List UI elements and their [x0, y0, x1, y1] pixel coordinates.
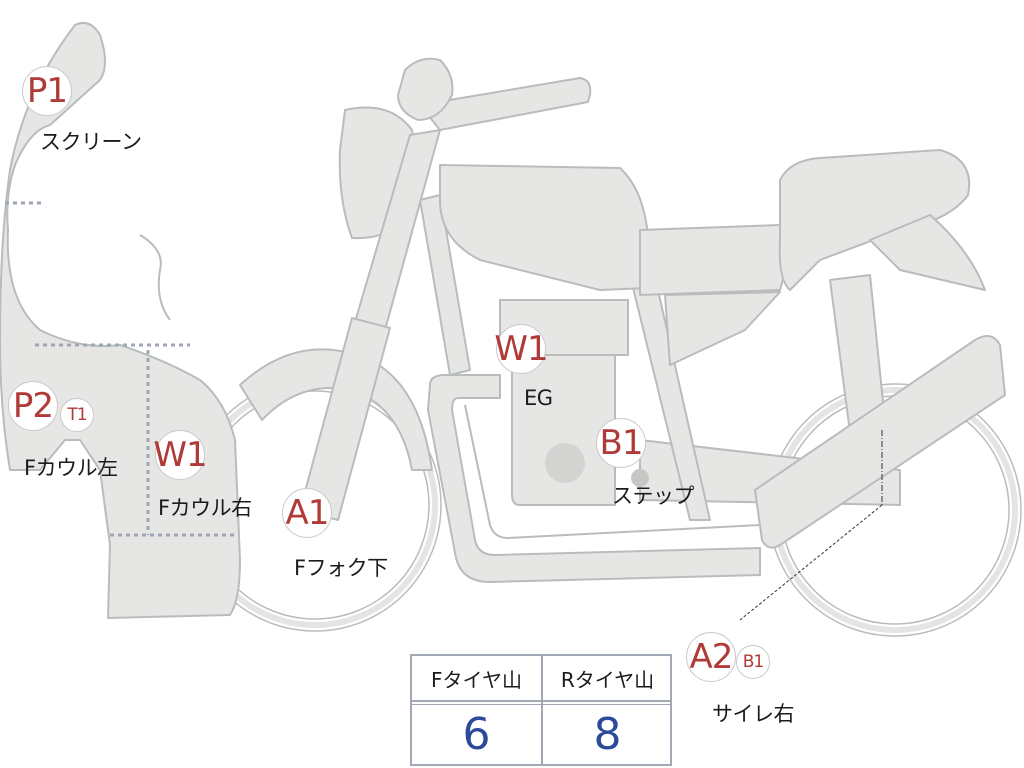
label-eg: EG — [524, 386, 553, 410]
fuel-tank — [439, 164, 651, 291]
rear-tire-header: Rタイヤ山 — [560, 667, 655, 692]
seat — [778, 149, 971, 291]
marker-b1-step: B1 — [596, 418, 646, 468]
label-f-cowl-right: Fカウル右 — [158, 496, 252, 520]
side-cover — [639, 224, 786, 296]
marker-a2: A2 — [686, 632, 736, 682]
exhaust-pipe — [427, 374, 761, 583]
marker-w1-engine: W1 — [494, 324, 549, 374]
rear-tire-value: 8 — [593, 708, 622, 760]
front-tire-value: 6 — [462, 708, 491, 760]
marker-a1: A1 — [282, 488, 332, 538]
label-f-cowl-left: Fカウル左 — [24, 456, 118, 480]
marker-p1: P1 — [22, 66, 72, 116]
marker-p2: P2 — [8, 381, 58, 431]
front-fender — [239, 348, 433, 471]
tail-cowl — [869, 214, 986, 291]
marker-b1-muffler: B1 — [736, 645, 770, 679]
label-step: ステップ — [612, 484, 695, 508]
muffler — [754, 335, 1006, 549]
label-f-fork-lower: Fフォク下 — [294, 556, 388, 580]
front-tire-header: Fタイヤ山 — [431, 667, 522, 692]
frame-downtube — [419, 194, 471, 376]
label-screen: スクリーン — [40, 130, 142, 154]
front-fork-lower — [299, 317, 391, 521]
marker-w1-front-cowl: W1 — [153, 430, 208, 480]
handlebar — [419, 77, 592, 131]
marker-t1: T1 — [60, 398, 94, 432]
mirror — [397, 57, 454, 121]
tire-tread-table: Fタイヤ山 Rタイヤ山 6 8 — [410, 654, 672, 766]
label-silencer-right: サイレ右 — [712, 702, 795, 726]
